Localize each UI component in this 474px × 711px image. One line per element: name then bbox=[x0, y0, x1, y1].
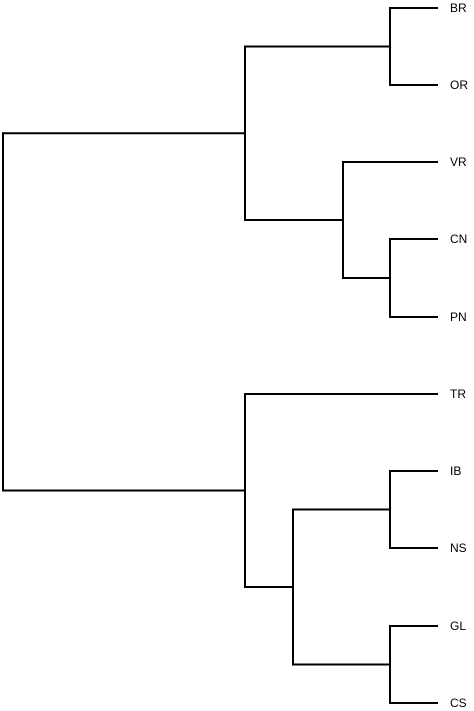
leaf-label-gl: GL bbox=[450, 619, 466, 633]
leaf-label-tr: TR bbox=[450, 387, 466, 401]
dendrogram-branches bbox=[2, 7, 438, 704]
dendrogram-leaf-labels: BR OR VR CN PN TR IB NS GL CS bbox=[450, 1, 468, 710]
leaf-label-ib: IB bbox=[450, 464, 461, 478]
leaf-label-vr: VR bbox=[450, 155, 467, 169]
leaf-label-ns: NS bbox=[450, 541, 467, 555]
leaf-label-pn: PN bbox=[450, 310, 467, 324]
leaf-label-br: BR bbox=[450, 1, 467, 15]
leaf-label-cn: CN bbox=[450, 232, 467, 246]
leaf-label-cs: CS bbox=[450, 696, 467, 710]
leaf-label-or: OR bbox=[450, 78, 468, 92]
